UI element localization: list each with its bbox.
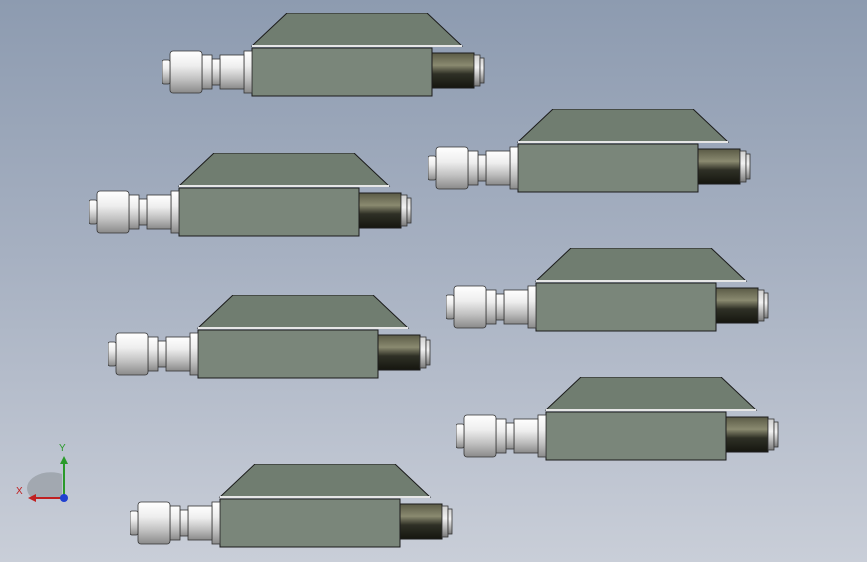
- actuator-part-6[interactable]: [456, 377, 782, 462]
- coordinate-triad: Y X: [16, 440, 76, 510]
- actuator-part-3[interactable]: [89, 153, 415, 238]
- actuator-part-7[interactable]: [130, 464, 456, 549]
- triad-icon: [26, 456, 68, 502]
- actuator-part-2[interactable]: [428, 109, 754, 194]
- x-axis-label: X: [16, 486, 23, 497]
- y-axis-label: Y: [59, 443, 66, 454]
- actuator-part-1[interactable]: [162, 13, 488, 98]
- actuator-part-4[interactable]: [446, 248, 772, 333]
- actuator-part-5[interactable]: [108, 295, 434, 380]
